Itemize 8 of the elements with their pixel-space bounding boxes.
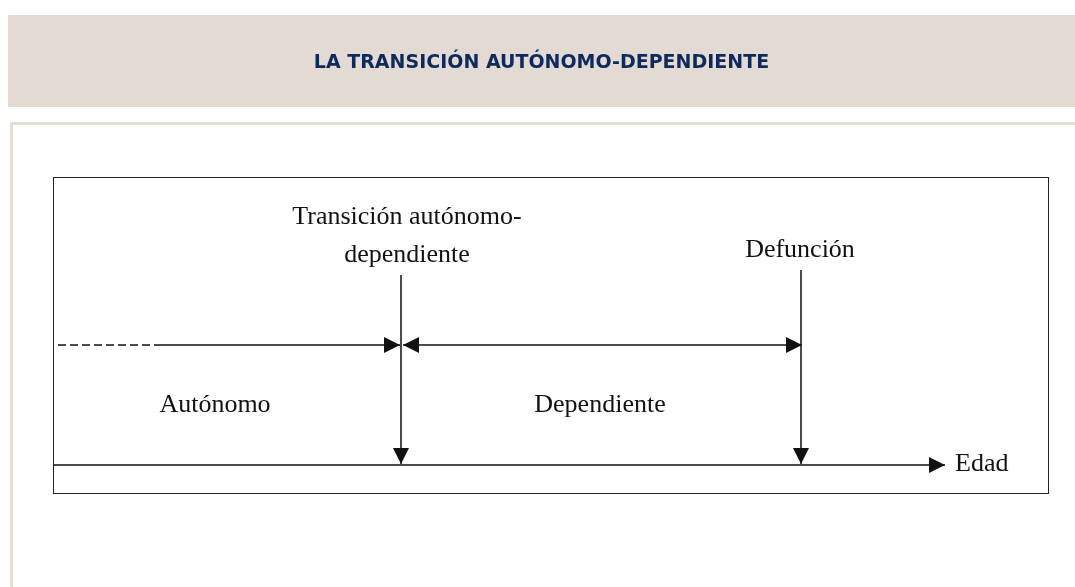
phase-label: Autónomo bbox=[158, 388, 272, 420]
arrow bbox=[393, 274, 409, 465]
event-label: Transición autónomo-dependiente bbox=[257, 197, 557, 273]
phase-label: Dependiente bbox=[533, 388, 667, 420]
axis-label: Edad bbox=[955, 447, 1010, 479]
title: LA TRANSICIÓN AUTÓNOMO-DEPENDIENTE bbox=[312, 48, 771, 74]
event-label: Defunción bbox=[720, 230, 880, 268]
arrow bbox=[793, 269, 809, 465]
